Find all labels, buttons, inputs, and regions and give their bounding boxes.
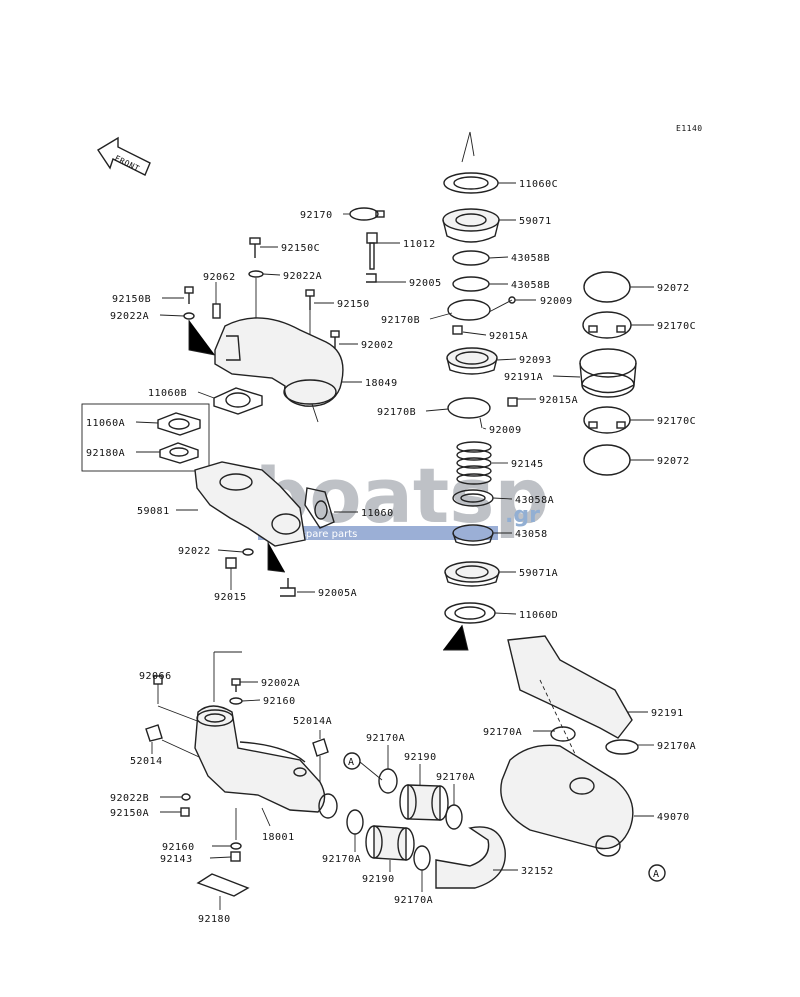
turbo-stack-parts <box>442 131 518 651</box>
part-label: 11060 <box>361 508 394 519</box>
part-label: 92005A <box>318 588 357 599</box>
part-label: 92170C <box>657 416 696 427</box>
part-label: 43058B <box>511 253 550 264</box>
part-label: 59071A <box>519 568 558 579</box>
part-label: 92150A <box>110 808 149 819</box>
part-label: 92160 <box>263 696 296 707</box>
part-label: 59081 <box>137 506 170 517</box>
part-label: 52014 <box>130 756 163 767</box>
part-label: 43058A <box>515 495 554 506</box>
part-label: 92015 <box>214 592 247 603</box>
part-label: 92066 <box>139 671 172 682</box>
part-label: 92180A <box>86 448 125 459</box>
drawing-code: E1140 <box>676 124 703 133</box>
part-label: 92015A <box>489 331 528 342</box>
part-label: 92170A <box>483 727 522 738</box>
part-label: 92009 <box>489 425 522 436</box>
part-label: 92002A <box>261 678 300 689</box>
part-label: 32152 <box>521 866 554 877</box>
part-label: 92022A <box>283 271 322 282</box>
watermark-brand: boatsp <box>255 451 549 540</box>
part-label: 92009 <box>540 296 573 307</box>
part-label: 92180 <box>198 914 231 925</box>
part-label: 92002 <box>361 340 394 351</box>
part-label: 52014A <box>293 716 332 727</box>
part-label: 11060B <box>148 388 187 399</box>
part-label: 59071 <box>519 216 552 227</box>
part-label: 92190 <box>404 752 437 763</box>
part-label: 11060C <box>519 179 558 190</box>
part-label: 18001 <box>262 832 295 843</box>
part-label: 18049 <box>365 378 398 389</box>
watermark: boatsp .gr boat spare parts <box>255 451 549 540</box>
part-label: 92143 <box>160 854 193 865</box>
part-label: 92170B <box>377 407 416 418</box>
part-label: 92150C <box>281 243 320 254</box>
watermark-tagline: boat spare parts <box>275 529 357 540</box>
part-label: 92160 <box>162 842 195 853</box>
part-label: 92170A <box>366 733 405 744</box>
part-label: 92170A <box>657 741 696 752</box>
manifold-parts <box>81 207 385 597</box>
part-label: 92022B <box>110 793 149 804</box>
part-label: 92150 <box>337 299 370 310</box>
part-label: 92005 <box>409 278 442 289</box>
label-leaders <box>135 182 654 910</box>
part-label: 92093 <box>519 355 552 366</box>
hose-parts: A <box>343 752 506 889</box>
section-mark-right: A <box>653 869 660 880</box>
part-label: 11060D <box>519 610 558 621</box>
watermark-domain: .gr <box>505 503 540 528</box>
muffler-parts: A <box>500 635 666 882</box>
part-label: 92170A <box>322 854 361 865</box>
part-label: 92190 <box>362 874 395 885</box>
section-mark-left: A <box>348 757 355 768</box>
front-arrow-icon: FRONT <box>97 136 151 176</box>
part-label: 43058 <box>515 529 548 540</box>
part-label: 92170A <box>436 772 475 783</box>
part-label: 92015A <box>539 395 578 406</box>
part-label: 92022 <box>178 546 211 557</box>
part-label: 92062 <box>203 272 236 283</box>
part-label: 43058B <box>511 280 550 291</box>
clamp-bellows-parts <box>579 271 637 476</box>
part-label: 92145 <box>511 459 544 470</box>
part-label: 11060A <box>86 418 125 429</box>
part-label: 92170B <box>381 315 420 326</box>
part-label: 92191 <box>651 708 684 719</box>
part-label: 92170C <box>657 321 696 332</box>
part-label: 92170 <box>300 210 333 221</box>
part-label: 92150B <box>112 294 151 305</box>
part-label: 11012 <box>403 239 436 250</box>
part-label: 92191A <box>504 372 543 383</box>
part-label: 92072 <box>657 456 690 467</box>
part-label: 49070 <box>657 812 690 823</box>
part-labels: 11060C 59071 43058B 43058B 92009 92170B … <box>86 179 696 925</box>
part-label: 92072 <box>657 283 690 294</box>
part-label: 92022A <box>110 311 149 322</box>
part-label: 92170A <box>394 895 433 906</box>
exhaust-pipe-parts <box>145 651 338 897</box>
